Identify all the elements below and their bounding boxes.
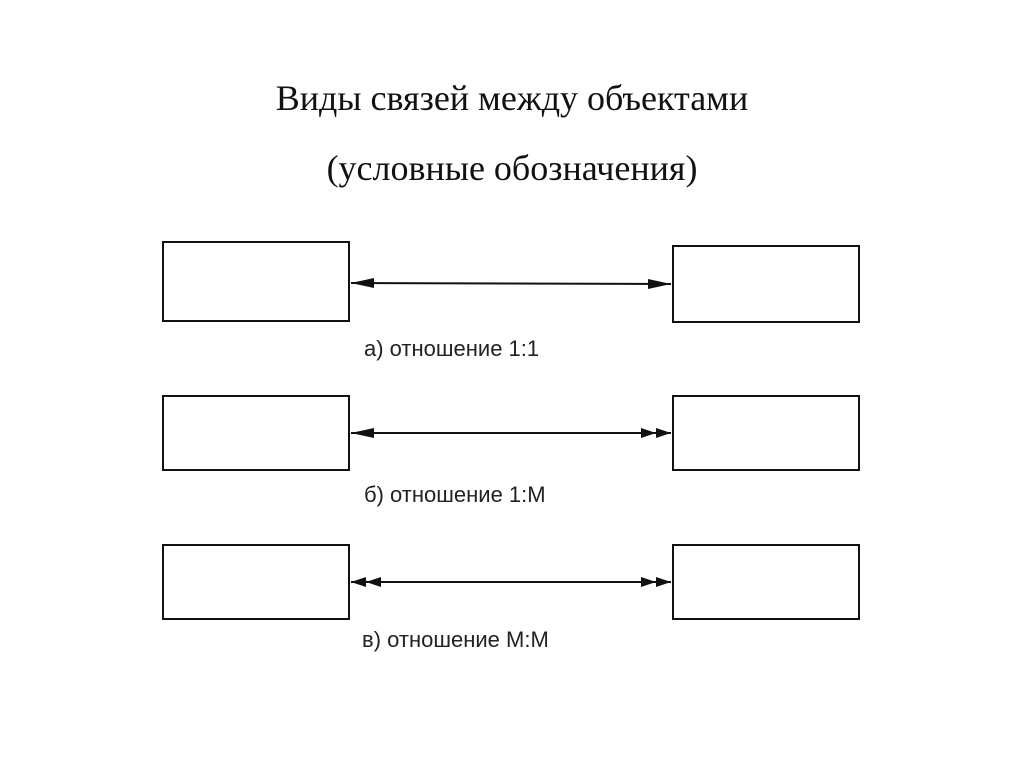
relation-row-many-to-many: в) отношение М:М	[162, 544, 860, 652]
relation-row-one-to-many: б) отношение 1:М	[162, 395, 860, 507]
entity-box-left	[162, 241, 350, 322]
relation-caption: б) отношение 1:М	[364, 482, 546, 507]
double-arrow-right-icon	[641, 428, 656, 438]
double-arrow-left-icon	[366, 577, 381, 587]
double-arrow-right-icon	[641, 577, 656, 587]
diagram-subtitle: (условные обозначения)	[326, 148, 698, 188]
single-arrow-left-icon	[351, 428, 374, 438]
relation-caption: в) отношение М:М	[362, 627, 549, 652]
entity-box-left	[162, 544, 350, 620]
connector-line	[350, 282, 672, 285]
entity-box-right	[672, 245, 860, 323]
entity-box-left	[162, 395, 350, 471]
entity-box-right	[672, 395, 860, 471]
double-arrow-left-icon	[351, 577, 366, 587]
entity-box-right	[672, 544, 860, 620]
diagram-title: Виды связей между объектами	[275, 78, 749, 118]
single-arrow-right-icon	[648, 279, 671, 289]
double-arrow-right-icon	[656, 577, 671, 587]
double-arrow-right-icon	[656, 428, 671, 438]
relation-row-one-to-one: а) отношение 1:1	[162, 241, 860, 361]
relation-caption: а) отношение 1:1	[364, 336, 539, 361]
single-arrow-left-icon	[351, 278, 374, 288]
